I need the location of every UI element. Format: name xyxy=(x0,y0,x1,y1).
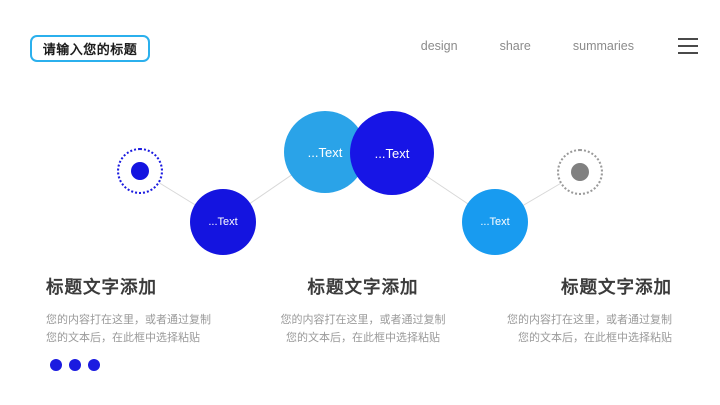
top-navigation: design share summaries xyxy=(421,38,698,54)
bubble-node-4[interactable]: ...Text xyxy=(462,189,528,255)
column-heading: 标题文字添加 xyxy=(46,277,157,297)
nav-item-design[interactable]: design xyxy=(420,39,458,53)
hamburger-menu-icon[interactable] xyxy=(678,38,698,54)
dot-icon xyxy=(50,359,62,371)
nav-item-summaries[interactable]: summaries xyxy=(572,39,634,53)
bubble-node-1[interactable]: ...Text xyxy=(190,189,256,255)
text-column-right: 标题文字添加 您的内容打在这里，或者通过复制 您的文本后，在此框中选择粘贴 xyxy=(506,274,672,347)
column-body: 您的内容打在这里，或者通过复制 您的文本后，在此框中选择粘贴 xyxy=(280,314,446,344)
column-body: 您的内容打在这里，或者通过复制 您的文本后，在此框中选择粘贴 xyxy=(507,314,672,344)
bubble-node-2[interactable]: ...Text xyxy=(284,111,366,193)
text-column-center: 标题文字添加 您的内容打在这里，或者通过复制 您的文本后，在此框中选择粘贴 xyxy=(280,274,446,347)
column-heading: 标题文字添加 xyxy=(307,277,419,297)
dotted-marker-node-start xyxy=(117,148,163,194)
bubble-node-3[interactable]: ...Text xyxy=(350,111,434,195)
title-placeholder-button[interactable]: 请输入您的标题 xyxy=(30,35,150,62)
dotted-marker-node-end xyxy=(557,149,603,195)
pagination-dots xyxy=(50,359,107,371)
column-body: 您的内容打在这里，或者通过复制 您的文本后，在此框中选择粘贴 xyxy=(46,314,211,344)
marker-dot-blue xyxy=(131,162,149,180)
dot-icon xyxy=(88,359,100,371)
text-column-left: 标题文字添加 您的内容打在这里，或者通过复制 您的文本后，在此框中选择粘贴 xyxy=(46,274,212,347)
marker-dot-gray xyxy=(571,163,589,181)
nav-item-share[interactable]: share xyxy=(499,39,531,53)
dot-icon xyxy=(69,359,81,371)
column-heading: 标题文字添加 xyxy=(561,277,672,297)
